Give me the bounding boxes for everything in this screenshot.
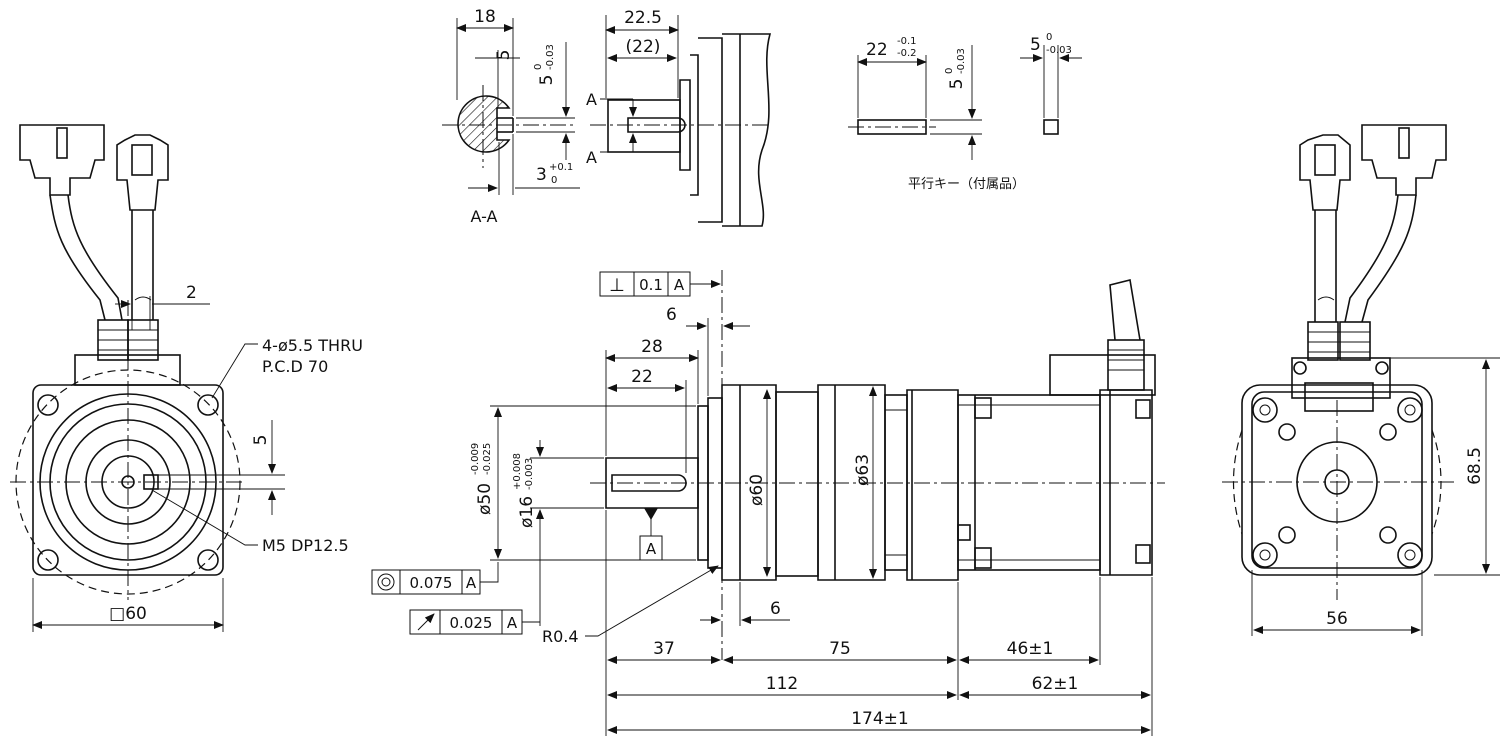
front-holes-note: 4-ø5.5 THRU xyxy=(262,336,363,355)
side-pilot-tol-lower: -0.025 xyxy=(482,443,493,475)
rear-dim-height: 68.5 xyxy=(1465,447,1485,485)
shaft-dim-key-len: (22) xyxy=(626,37,661,57)
side-shaft-tol-lower: -0.003 xyxy=(524,458,535,490)
conc-datum: A xyxy=(466,574,477,592)
side-pilot-tol-upper: -0.009 xyxy=(470,443,481,475)
front-tap-note: M5 DP12.5 xyxy=(262,536,349,555)
rear-view: 68.5 56 xyxy=(1222,124,1500,636)
side-dim-shaft-len: 28 xyxy=(641,337,663,357)
front-pcd-note: P.C.D 70 xyxy=(262,357,328,376)
radius-note: R0.4 xyxy=(542,627,579,646)
side-dim-body2: ø63 xyxy=(853,454,873,486)
section-dim-width: 18 xyxy=(474,7,496,27)
section-label: A-A xyxy=(471,207,498,226)
front-dim-key-offset: 5 xyxy=(251,435,271,446)
side-dim-46: 46±1 xyxy=(1007,639,1054,659)
cut-label-bottom: A xyxy=(586,148,597,167)
section-key-tol-lower: -0.03 xyxy=(545,44,556,70)
front-dim-square: □60 xyxy=(109,604,147,624)
key-width-tol-lower: -0.03 xyxy=(1046,45,1072,56)
runout-datum: A xyxy=(507,614,518,632)
section-dim-depth: 3 xyxy=(536,165,547,185)
section-key-height: 5 xyxy=(537,75,557,86)
side-shaft-tol-upper: +0.008 xyxy=(512,453,523,490)
front-view: 2 4-ø5.5 THRU P.C.D 70 5 M5 DP12.5 □60 xyxy=(10,124,363,632)
section-dim-key: 5 xyxy=(494,50,514,61)
section-key-tol-upper: 0 xyxy=(533,64,544,70)
key-len-tol-upper: -0.1 xyxy=(897,36,917,47)
runout-value: 0.025 xyxy=(450,614,493,632)
side-dim-75: 75 xyxy=(829,639,851,659)
section-a-a-view: 18 5 5 0 -0.03 3 +0.1 0 A-A xyxy=(442,7,580,226)
side-view: ⊥ 0.1 A 6 28 22 ø50 -0.009 -0.025 ø16 +0… xyxy=(371,270,1165,736)
shaft-dim-total: 22.5 xyxy=(624,8,662,28)
perp-value: 0.1 xyxy=(639,276,663,294)
side-dim-shaft-dia: ø16 xyxy=(517,496,537,528)
perp-datum: A xyxy=(674,276,685,294)
side-dim-pilot: ø50 xyxy=(475,483,495,515)
side-dim-body1: ø60 xyxy=(747,474,767,506)
key-len-tol-lower: -0.2 xyxy=(897,48,917,59)
key-width-tol-upper: 0 xyxy=(1046,32,1052,43)
key-dim-length: 22 xyxy=(866,40,888,60)
key-caption: 平行キー（付属品） xyxy=(908,177,1025,192)
side-dim-62: 62±1 xyxy=(1032,674,1079,694)
side-dim-174: 174±1 xyxy=(851,709,909,729)
cut-label-top: A xyxy=(586,90,597,109)
section-depth-tol-upper: +0.1 xyxy=(549,162,573,173)
datum-label: A xyxy=(646,540,657,558)
conc-value: 0.075 xyxy=(410,574,453,592)
perp-symbol: ⊥ xyxy=(609,275,625,296)
key-height-tol-upper: 0 xyxy=(944,68,955,74)
side-dim-key-len: 22 xyxy=(631,367,653,387)
shaft-detail-view: 22.5 (22) A A xyxy=(586,8,772,227)
key-height-tol-lower: -0.03 xyxy=(956,48,967,74)
key-dim-height: 5 xyxy=(947,79,967,90)
side-dim-flange: 6 xyxy=(666,305,677,325)
key-dim-width: 5 xyxy=(1030,35,1041,55)
front-dim-cable-offset: 2 xyxy=(186,283,197,303)
side-dim-112: 112 xyxy=(766,674,798,694)
section-depth-tol-lower: 0 xyxy=(551,175,557,186)
side-dim-flange-thk: 6 xyxy=(770,599,781,619)
rear-dim-width: 56 xyxy=(1326,609,1348,629)
side-dim-37: 37 xyxy=(653,639,675,659)
parallel-key-view: 22 -0.1 -0.2 5 0 -0.03 5 0 -0.03 平行キー（付属… xyxy=(848,32,1082,192)
